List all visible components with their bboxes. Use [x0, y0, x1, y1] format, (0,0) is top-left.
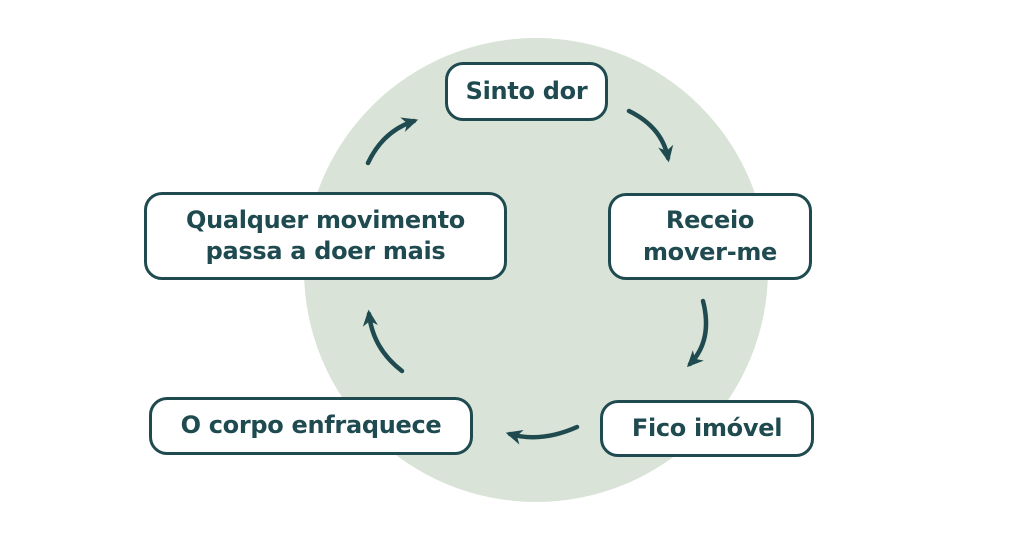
- node-qualquer-movimento-label: Qualquer movimento passa a doer mais: [186, 205, 465, 265]
- arrow-o-corpo-enfraquece-to-qualquer-movimento: [362, 309, 405, 374]
- node-o-corpo-enfraquece: O corpo enfraquece: [149, 397, 473, 455]
- node-qualquer-movimento: Qualquer movimento passa a doer mais: [144, 192, 507, 280]
- node-fico-imovel-label: Fico imóvel: [631, 413, 783, 442]
- node-o-corpo-enfraquece-label: O corpo enfraquece: [180, 411, 442, 440]
- node-sinto-dor-label: Sinto dor: [465, 76, 588, 105]
- node-sinto-dor: Sinto dor: [445, 62, 608, 121]
- arrow-sinto-dor-to-receio-mover-me: [626, 108, 674, 163]
- node-receio-mover-me: Receio mover-me: [608, 193, 812, 280]
- arrow-qualquer-movimento-to-sinto-dor: [365, 117, 419, 166]
- arrow-fico-imovel-to-o-corpo-enfraquece: [505, 424, 580, 445]
- node-receio-mover-me-label: Receio mover-me: [642, 206, 778, 266]
- arrow-receio-mover-me-to-fico-imovel: [686, 298, 709, 368]
- node-fico-imovel: Fico imóvel: [600, 400, 814, 457]
